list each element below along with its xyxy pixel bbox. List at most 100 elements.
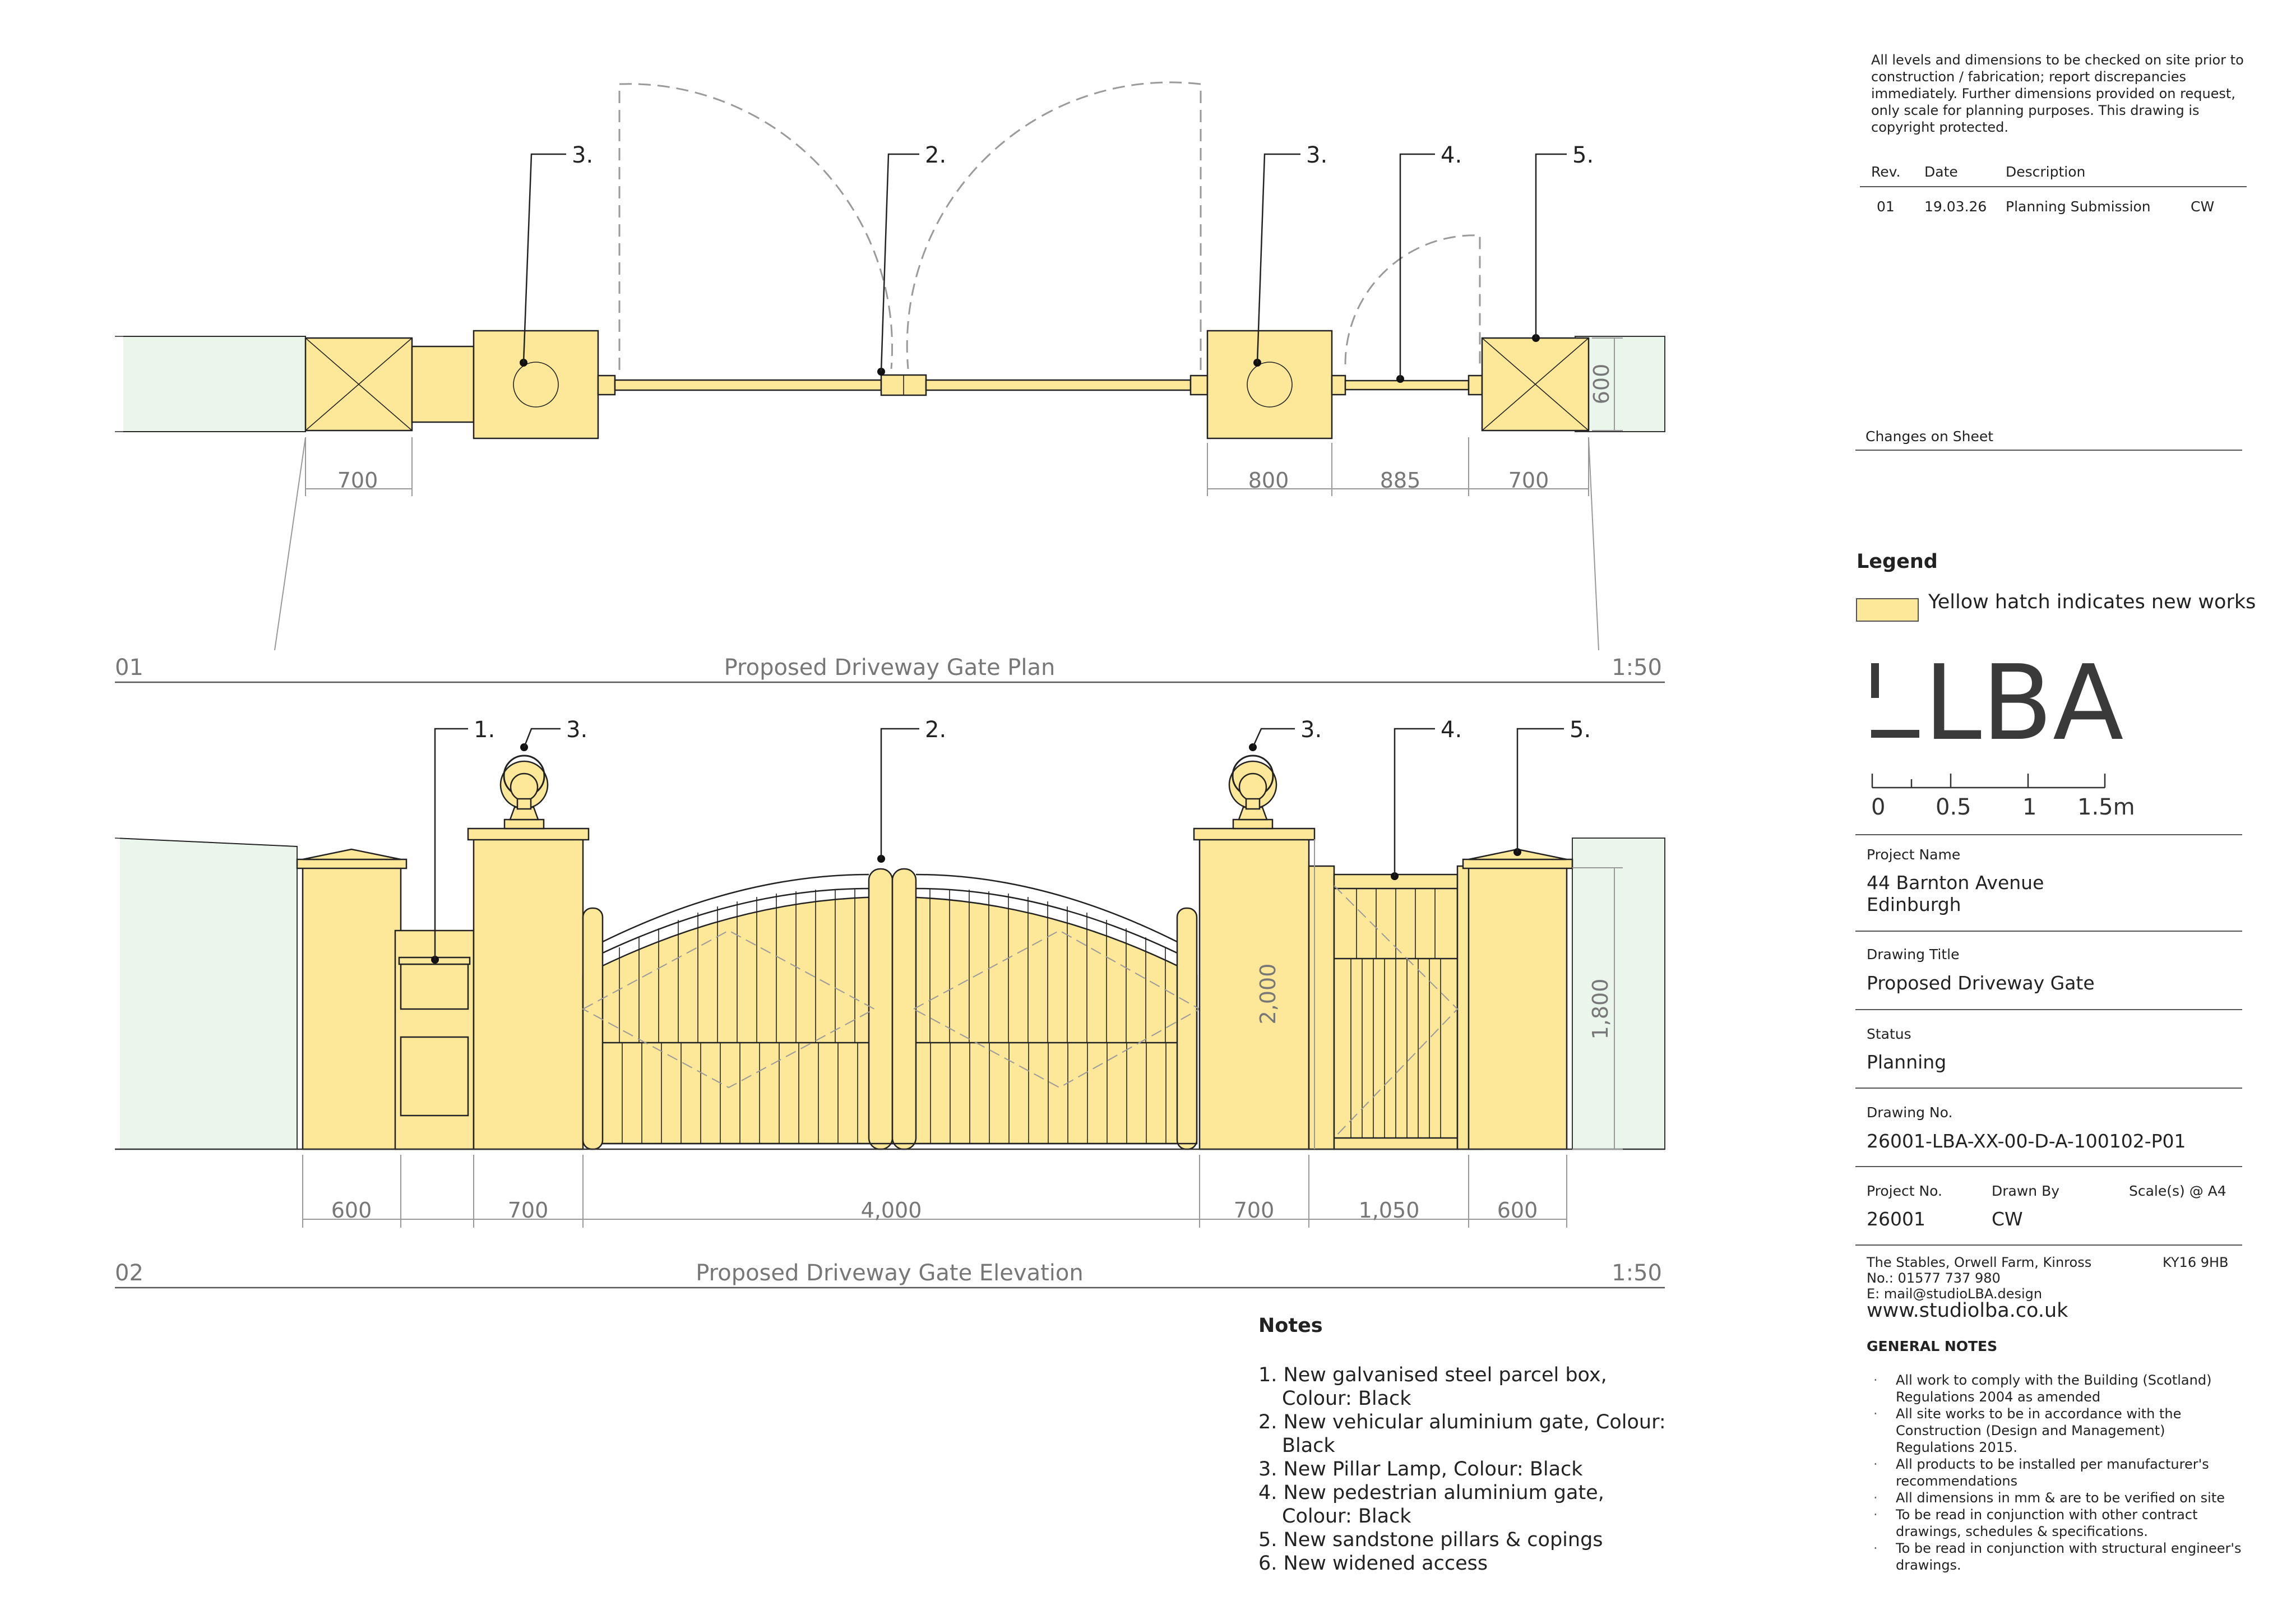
elevation-scale: 1:50 bbox=[1612, 1260, 1662, 1286]
revisions-table: Rev. Date Description 01 19.03.26 Planni… bbox=[1860, 164, 2247, 221]
project-name-label: Project Name bbox=[1867, 846, 1961, 863]
changes-label: Changes on Sheet bbox=[1866, 428, 1994, 445]
general-note-item: All work to comply with the Building (Sc… bbox=[1867, 1372, 2245, 1405]
plan-callout: 5. bbox=[1572, 142, 1594, 168]
address-phone: No.: 01577 737 980 bbox=[1867, 1270, 2001, 1286]
legend-swatch bbox=[1856, 598, 1919, 622]
elev-height-dim: 2,000 bbox=[1256, 964, 1280, 1025]
note-item: 4. New pedestrian aluminium gate, Colour… bbox=[1258, 1482, 1604, 1528]
elev-dim: 4,000 bbox=[861, 1198, 922, 1223]
general-note-item: All site works to be in accordance with … bbox=[1867, 1405, 2245, 1456]
plan-dim: 700 bbox=[1508, 468, 1549, 493]
elev-existing-wall-left bbox=[114, 837, 298, 1150]
elev-dim: 700 bbox=[508, 1198, 549, 1223]
elev-dim: 1,050 bbox=[1359, 1198, 1420, 1223]
note-item: 6. New widened access bbox=[1258, 1552, 1488, 1575]
elev-callout: 4. bbox=[1441, 717, 1462, 743]
scale-label: 0.5 bbox=[1936, 794, 1971, 820]
plan-swing-arc-pedestrian bbox=[1344, 234, 1481, 370]
elev-height-dim: 1,800 bbox=[1588, 979, 1613, 1040]
address-line1: The Stables, Orwell Farm, Kinross bbox=[1867, 1255, 2092, 1270]
project-name-line1: 44 Barnton Avenue bbox=[1867, 872, 2044, 894]
elev-pedestrian-gate bbox=[1308, 865, 1484, 1150]
elev-existing-wall-right bbox=[1572, 838, 1665, 1150]
plan-gate-leaf-right bbox=[925, 379, 1192, 391]
elev-vehicular-gate bbox=[581, 855, 1201, 1150]
drawing-title: Proposed Driveway Gate bbox=[1867, 972, 2095, 994]
plan-existing-wall-left bbox=[114, 336, 306, 432]
plan-title: Proposed Driveway Gate Plan bbox=[724, 655, 1056, 681]
logo-text: LBA bbox=[1924, 642, 2124, 764]
legend-item: Yellow hatch indicates new works bbox=[1928, 591, 2256, 613]
status-label: Status bbox=[1867, 1026, 1911, 1042]
elev-callout: 3. bbox=[1300, 717, 1322, 743]
scale-label: 1 bbox=[2022, 794, 2036, 820]
general-note-item: All dimensions in mm & are to be verifie… bbox=[1867, 1489, 2245, 1506]
scale-label: 0 bbox=[1871, 794, 1885, 820]
plan-gate-pillar-left bbox=[473, 330, 599, 439]
address-email: E: mail@studioLBA.design bbox=[1867, 1286, 2043, 1302]
plan-swing-arc-left bbox=[618, 83, 894, 370]
plan-callout: 3. bbox=[572, 142, 593, 168]
drawn-by-label: Drawn By bbox=[1992, 1183, 2060, 1199]
drawn-by: CW bbox=[1992, 1208, 2023, 1230]
plan-callout: 4. bbox=[1441, 142, 1462, 168]
elev-pillar-right bbox=[1468, 867, 1568, 1150]
scale-bar bbox=[1871, 774, 2106, 789]
rev-header: Rev. bbox=[1871, 164, 1901, 180]
plan-scale: 1:50 bbox=[1612, 655, 1662, 681]
scale-label-tb: Scale(s) @ A4 bbox=[2129, 1183, 2226, 1199]
elev-gate-pillar-left bbox=[473, 838, 584, 1150]
elev-callout: 1. bbox=[474, 717, 495, 743]
plan-callout: 3. bbox=[1306, 142, 1327, 168]
general-note-item: To be read in conjunction with structura… bbox=[1867, 1540, 2245, 1574]
plan-existing-wall-right bbox=[1575, 336, 1665, 432]
general-notes-list: All work to comply with the Building (Sc… bbox=[1867, 1372, 2245, 1574]
project-no-label: Project No. bbox=[1867, 1183, 1942, 1199]
plan-number: 01 bbox=[115, 655, 144, 681]
elev-dim: 700 bbox=[1234, 1198, 1275, 1223]
notes-title: Notes bbox=[1258, 1315, 1323, 1337]
elev-callout: 5. bbox=[1570, 717, 1591, 743]
elev-dim: 600 bbox=[1497, 1198, 1538, 1223]
project-no: 26001 bbox=[1867, 1208, 1925, 1230]
plan-dim: 800 bbox=[1248, 468, 1289, 493]
plan-pedestrian-gate bbox=[1344, 380, 1470, 391]
drawing-no-label: Drawing No. bbox=[1867, 1104, 1953, 1121]
general-note-item: To be read in conjunction with other con… bbox=[1867, 1506, 2245, 1540]
elev-parcel-box bbox=[400, 963, 469, 1010]
plan-view: 3. 2. 3. 4. 5. 700 800 885 700 600 01 Pr… bbox=[112, 81, 1665, 683]
note-item: 5. New sandstone pillars & copings bbox=[1258, 1529, 1603, 1551]
note-item: 2. New vehicular aluminium gate, Colour:… bbox=[1258, 1411, 1666, 1457]
elevation-number: 02 bbox=[115, 1260, 144, 1286]
project-name-line2: Edinburgh bbox=[1867, 894, 1961, 915]
plan-callout: 2. bbox=[925, 142, 946, 168]
elev-callout: 2. bbox=[925, 717, 946, 743]
plan-dim: 700 bbox=[337, 468, 378, 493]
elev-gate-pillar-right bbox=[1198, 838, 1310, 1150]
elev-lamp-left bbox=[499, 743, 549, 830]
elevation-view: 1. 3. 2. 3. 4. 5. 600 700 4,000 700 1,05… bbox=[112, 717, 1665, 1289]
elev-pillar-left bbox=[302, 867, 402, 1150]
notes-list: 1. New galvanised steel parcel box, Colo… bbox=[1258, 1363, 1673, 1575]
disclaimer: All levels and dimensions to be checked … bbox=[1871, 52, 2244, 135]
revision-row: 01 19.03.26 Planning Submission CW bbox=[1877, 198, 2215, 215]
plan-lamp-right bbox=[1247, 362, 1293, 408]
address-postcode: KY16 9HB bbox=[2163, 1255, 2229, 1270]
drawing-title-label: Drawing Title bbox=[1867, 946, 1960, 963]
plan-parcel-box bbox=[411, 345, 475, 423]
general-notes-title: GENERAL NOTES bbox=[1867, 1338, 1998, 1354]
elevation-title: Proposed Driveway Gate Elevation bbox=[696, 1260, 1083, 1286]
description-header: Description bbox=[2006, 164, 2086, 180]
note-item: 1. New galvanised steel parcel box, Colo… bbox=[1258, 1364, 1607, 1410]
scale-label: 1.5m bbox=[2077, 794, 2135, 820]
elev-callout: 3. bbox=[566, 717, 587, 743]
plan-lamp-left bbox=[513, 362, 559, 408]
lba-logo: LBA bbox=[1871, 642, 2124, 764]
plan-swing-arc-right bbox=[906, 81, 1202, 370]
date-header: Date bbox=[1924, 164, 1958, 180]
drawing-no: 26001-LBA-XX-00-D-A-100102-P01 bbox=[1867, 1130, 2186, 1152]
plan-dim: 885 bbox=[1380, 468, 1421, 493]
website-link[interactable]: www.studiolba.co.uk bbox=[1867, 1299, 2068, 1322]
